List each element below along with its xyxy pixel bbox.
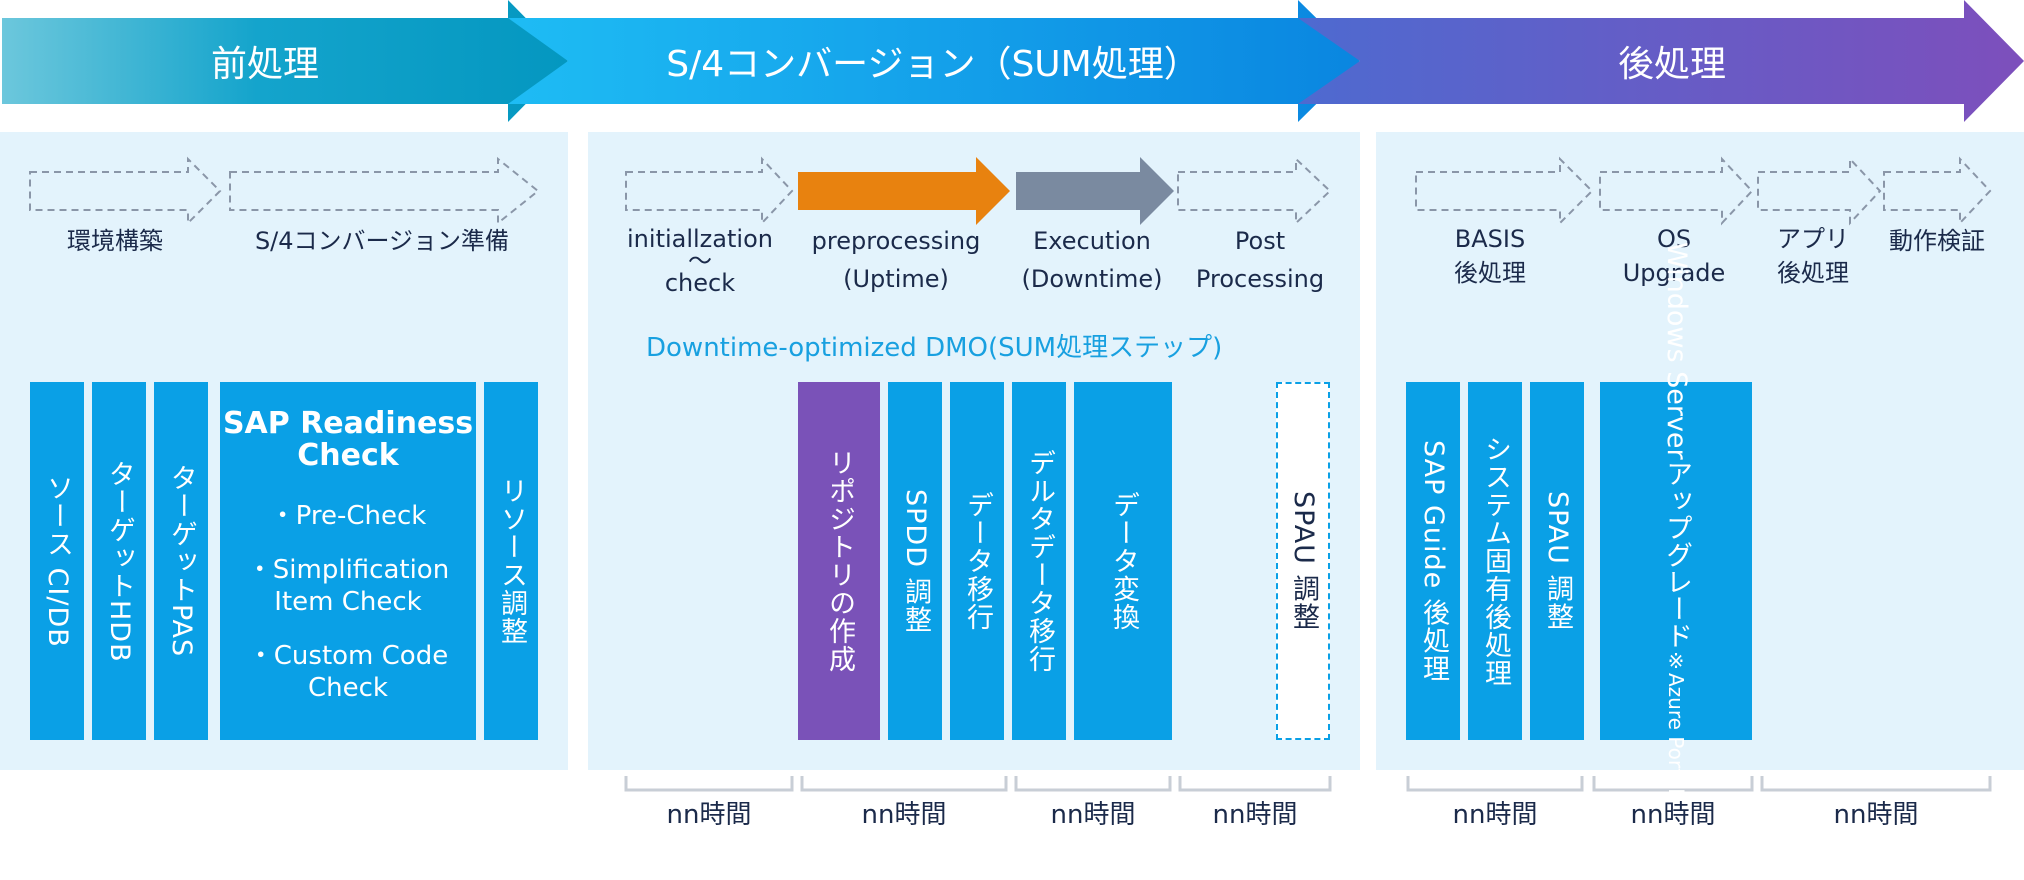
bracket-1 [624, 776, 794, 792]
task-spau-sum: SPAU 調整 [1276, 382, 1330, 740]
bracket-3 [1014, 776, 1172, 792]
task-system-specific: システム固有後処理 [1468, 382, 1522, 740]
readiness-item-3b: Check [308, 673, 388, 703]
task-delta-migration-label: デルタデータ移行 [1024, 449, 1055, 673]
phase-label-post: 後処理 [1617, 44, 1726, 85]
step-arrow-prep [229, 156, 540, 226]
task-spau-post-label: SPAU 調整 [1542, 491, 1573, 631]
step-label-app: アプリ 後処理 [1758, 222, 1868, 290]
step-label-init-line3: check [664, 269, 736, 297]
step-label-app-line1: アプリ [1777, 225, 1849, 253]
task-sap-guide: SAP Guide 後処理 [1406, 382, 1460, 740]
step-arrow-app [1757, 156, 1882, 226]
step-label-os-line2: Upgrade [1622, 259, 1726, 287]
task-spau-post: SPAU 調整 [1530, 382, 1584, 740]
task-windows-line2: アップグレード [1661, 459, 1692, 649]
bracket-4 [1178, 776, 1332, 792]
task-delta-migration: デルタデータ移行 [1012, 382, 1066, 740]
dmo-label: Downtime-optimized DMO(SUM処理ステップ) [646, 333, 1223, 363]
step-label-basis-line1: BASIS [1454, 225, 1526, 253]
step-label-init-line2: 〜 [688, 247, 712, 275]
step-arrow-execution [1016, 157, 1174, 225]
step-label-execution: Execution (Downtime) [1012, 222, 1172, 298]
duration-5: nn時間 [1452, 800, 1538, 830]
bracket-6 [1592, 776, 1754, 792]
step-label-preprocessing-line1: preprocessing [811, 227, 981, 255]
phase-arrow-pre [2, 0, 568, 122]
duration-7: nn時間 [1833, 800, 1919, 830]
step-arrow-preprocessing [798, 157, 1010, 225]
readiness-title-2: Check [297, 438, 399, 473]
step-label-post-processing-line1: Post [1234, 227, 1286, 255]
task-spau-sum-label: SPAU 調整 [1288, 491, 1319, 631]
task-repository: リポジトリの作成 [798, 382, 880, 740]
step-label-verify: 動作検証 [1889, 227, 1985, 255]
step-label-preprocessing: preprocessing (Uptime) [796, 222, 996, 298]
task-windows-line3: ※Azure Portal 作業含む [1664, 648, 1688, 880]
step-label-prep: S/4コンバージョン準備 [254, 227, 510, 255]
readiness-item-2a: ・Simplification [246, 555, 450, 585]
step-arrow-verify [1883, 156, 1992, 226]
task-target-hdb-label: ターゲットHDB [104, 459, 135, 663]
readiness-item-3a: ・Custom Code [247, 641, 449, 671]
step-arrow-env [29, 156, 222, 226]
task-repository-label: リポジトリの作成 [824, 449, 855, 673]
readiness-item-2b: Item Check [274, 587, 422, 617]
task-source-ci-db-label: ソース CI/DB [42, 474, 73, 648]
step-label-post-processing-line2: Processing [1195, 265, 1325, 293]
task-data-migration: データ移行 [950, 382, 1004, 740]
task-windows-upgrade-text: Windows Server アップグレード ※Azure Portal 作業含… [1656, 242, 1696, 880]
readiness-item-1: ・Pre-Check [269, 501, 427, 531]
task-data-conversion-label: データ変換 [1108, 491, 1139, 631]
step-label-basis: BASIS 後処理 [1420, 222, 1560, 290]
task-resource-adjust: リソース調整 [484, 382, 538, 740]
step-arrow-init [625, 156, 794, 226]
duration-1: nn時間 [666, 800, 752, 830]
step-arrow-basis [1415, 156, 1594, 226]
task-spdd-label: SPDD 調整 [900, 488, 931, 634]
bracket-7 [1760, 776, 1992, 792]
task-target-hdb: ターゲットHDB [92, 382, 146, 740]
task-spdd: SPDD 調整 [888, 382, 942, 740]
task-source-ci-db: ソース CI/DB [30, 382, 84, 740]
step-label-execution-line2: (Downtime) [1021, 265, 1163, 293]
step-label-preprocessing-line2: (Uptime) [843, 265, 949, 293]
step-label-execution-line1: Execution [1033, 227, 1151, 255]
task-target-pas-label: ターゲットPAS [166, 464, 197, 658]
diagram-graphics [2, 0, 2024, 792]
task-windows-upgrade: Windows Server アップグレード ※Azure Portal 作業含… [1600, 242, 1752, 880]
task-sap-guide-label: SAP Guide 後処理 [1418, 439, 1449, 683]
phase-label-sum: S/4コンバージョン（SUM処理） [666, 44, 1200, 85]
step-arrow-os [1599, 156, 1754, 226]
task-data-migration-label: データ移行 [962, 491, 993, 631]
step-label-init-line1: initiallzation [627, 225, 773, 253]
duration-2: nn時間 [861, 800, 947, 830]
step-label-basis-line2: 後処理 [1454, 259, 1526, 287]
readiness-title-1: SAP Readiness [222, 406, 474, 441]
duration-3: nn時間 [1050, 800, 1136, 830]
task-windows-line1: Windows Server [1661, 242, 1692, 460]
task-target-pas: ターゲットPAS [154, 382, 208, 740]
phase-label-pre: 前処理 [210, 44, 319, 85]
task-system-specific-label: システム固有後処理 [1480, 435, 1511, 687]
step-label-env: 環境構築 [67, 227, 163, 255]
bracket-5 [1406, 776, 1584, 792]
step-label-os-line1: OS [1656, 225, 1692, 253]
phase-arrow-sum [508, 0, 1360, 122]
step-arrow-post-processing [1177, 156, 1332, 226]
bracket-2 [800, 776, 1008, 792]
step-label-os: OS Upgrade [1604, 222, 1744, 290]
duration-6: nn時間 [1630, 800, 1716, 830]
task-sap-readiness-check: SAP Readiness Check ・Pre-Check ・Simplifi… [220, 382, 476, 740]
step-label-init: initiallzation 〜 check [620, 224, 780, 298]
step-label-post-processing: Post Processing [1180, 222, 1340, 298]
duration-4: nn時間 [1212, 800, 1298, 830]
task-data-conversion: データ変換 [1074, 382, 1172, 740]
task-resource-adjust-label: リソース調整 [496, 477, 527, 645]
step-label-app-line2: 後処理 [1777, 259, 1849, 287]
phase-arrow-post [1298, 0, 2024, 122]
